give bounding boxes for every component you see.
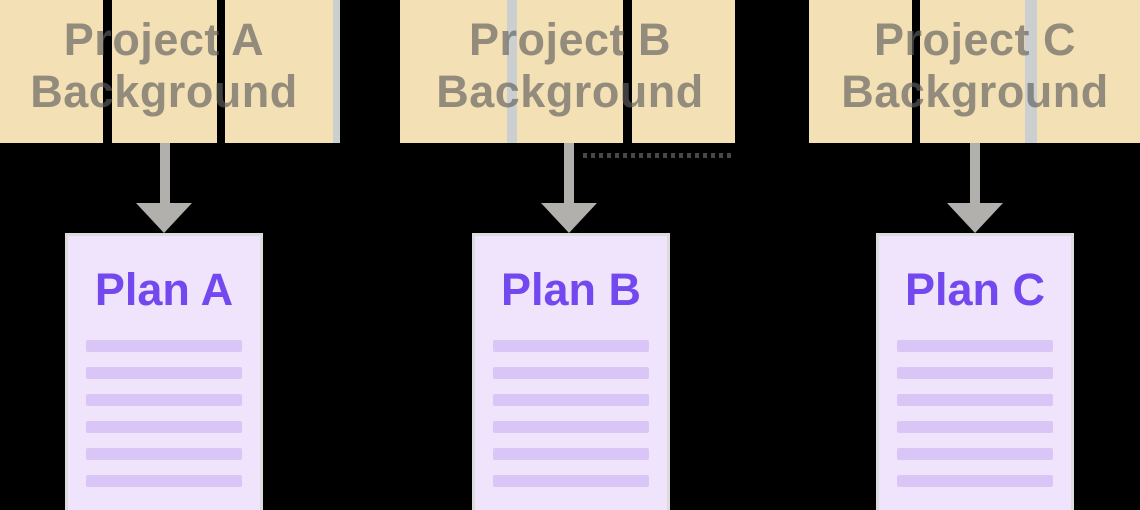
arrow-stem (970, 143, 980, 204)
dotted-line-decoration (583, 153, 735, 158)
arrow-head (541, 203, 597, 233)
source-card (0, 0, 103, 143)
text-line-placeholder (493, 421, 649, 433)
label-line: Background (436, 66, 704, 117)
text-line-placeholder (86, 475, 242, 487)
arrow-head (136, 203, 192, 233)
divider-strip (333, 0, 340, 143)
text-line-placeholder (897, 448, 1053, 460)
project-background-label: Project A Background (0, 14, 344, 118)
project-background-label: Project C Background (795, 14, 1140, 118)
plan-text-lines (86, 340, 242, 502)
text-line-placeholder (897, 367, 1053, 379)
text-line-placeholder (493, 340, 649, 352)
source-card (1037, 0, 1140, 143)
plan-text-lines (493, 340, 649, 502)
text-line-placeholder (897, 475, 1053, 487)
plan-title: Plan B (500, 264, 642, 315)
text-line-placeholder (493, 394, 649, 406)
text-line-placeholder (86, 340, 242, 352)
source-card (112, 0, 217, 143)
plan-document-card: Plan C (876, 233, 1074, 510)
source-card (809, 0, 912, 143)
text-line-placeholder (86, 367, 242, 379)
arrow-stem (564, 143, 574, 204)
label-line: Project B (468, 14, 672, 65)
project-background-label: Project B Background (390, 14, 750, 118)
plan-document-card: Plan B (472, 233, 670, 510)
label-line: Project A (63, 14, 265, 65)
divider-strip (507, 0, 517, 143)
source-card (400, 0, 507, 143)
label-line: Project C (873, 14, 1077, 65)
divider-strip (1025, 0, 1037, 143)
text-line-placeholder (897, 421, 1053, 433)
arrow-head (947, 203, 1003, 233)
text-line-placeholder (86, 421, 242, 433)
text-line-placeholder (897, 394, 1053, 406)
text-line-placeholder (86, 448, 242, 460)
plan-title: Plan C (904, 264, 1046, 315)
source-card (225, 0, 333, 143)
text-line-placeholder (86, 394, 242, 406)
text-line-placeholder (493, 475, 649, 487)
plan-document-card: Plan A (65, 233, 263, 510)
source-card (920, 0, 1025, 143)
source-card (517, 0, 623, 143)
arrow-stem (160, 143, 170, 204)
text-line-placeholder (493, 367, 649, 379)
label-line: Background (30, 66, 298, 117)
text-line-placeholder (493, 448, 649, 460)
label-line: Background (841, 66, 1109, 117)
plan-text-lines (897, 340, 1053, 502)
source-card (632, 0, 735, 143)
text-line-placeholder (897, 340, 1053, 352)
plan-title: Plan A (94, 264, 234, 315)
